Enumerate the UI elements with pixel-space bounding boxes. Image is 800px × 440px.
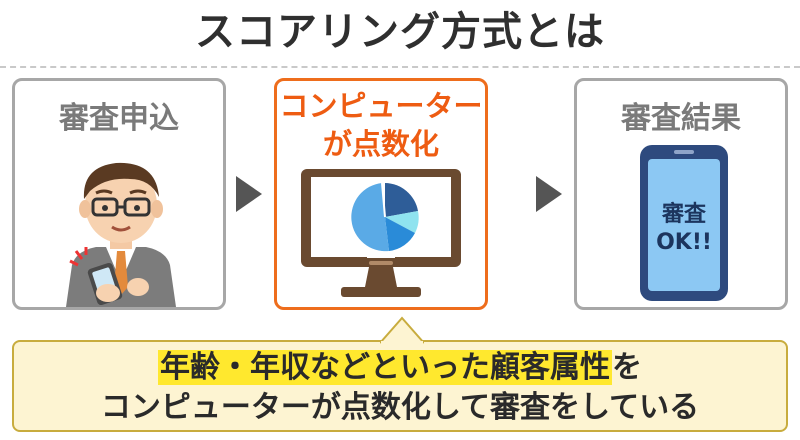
callout-line1-rest: を xyxy=(612,350,642,385)
panel-result: 審査結果 審査 OK!! xyxy=(574,78,788,310)
phone-screen-line1: 審査 xyxy=(661,201,707,227)
callout-line2: コンピューターが点数化して審査をしている xyxy=(100,390,700,425)
divider xyxy=(0,66,800,68)
panel-computer-scoring: コンピューター が点数化 xyxy=(274,78,488,310)
smartphone-icon: 審査 OK!! xyxy=(640,145,728,301)
panel-result-label: 審査結果 xyxy=(621,101,741,136)
flow-arrow-1 xyxy=(236,176,262,212)
panel-computer-scoring-label: コンピューター が点数化 xyxy=(277,87,485,163)
callout-box: 年齢・年収などといった顧客属性を コンピューターが点数化して審査をしている xyxy=(12,340,788,432)
panel-computer-scoring-line2: が点数化 xyxy=(322,127,439,161)
panel-computer-scoring-line1: コンピューター xyxy=(279,89,483,123)
page-title: スコアリング方式とは xyxy=(195,9,605,55)
panel-application-label: 審査申込 xyxy=(59,101,179,136)
phone-screen-line2: OK!! xyxy=(656,230,712,255)
callout-text: 年齢・年収などといった顧客属性を コンピューターが点数化して審査をしている xyxy=(14,348,786,428)
callout-line1: 年齢・年収などといった顧客属性を xyxy=(14,348,786,388)
callout-tail xyxy=(380,316,424,346)
panel-application: 審査申込 xyxy=(12,78,226,310)
flow-arrow-2 xyxy=(536,176,562,212)
monitor-pie-chart-icon xyxy=(301,169,461,297)
businessman-with-phone-icon xyxy=(66,162,176,307)
callout-highlight: 年齢・年収などといった顧客属性 xyxy=(158,350,612,385)
